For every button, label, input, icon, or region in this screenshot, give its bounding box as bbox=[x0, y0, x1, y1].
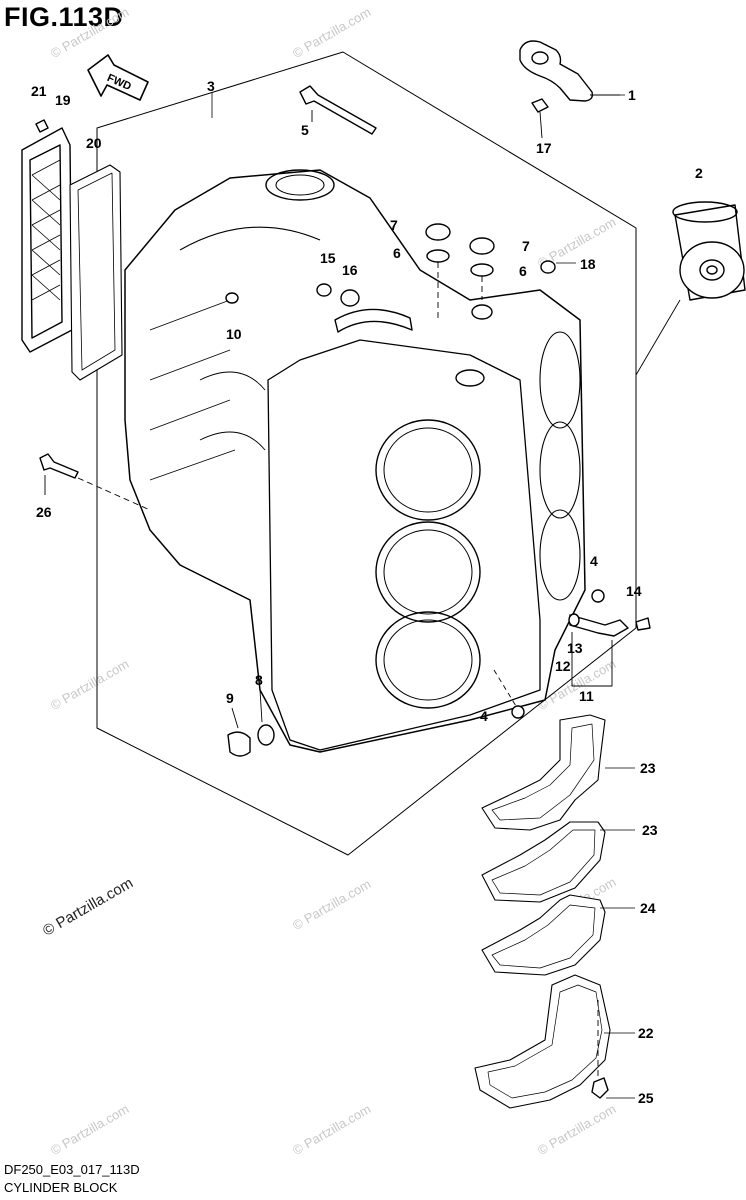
callout-label: 10 bbox=[226, 326, 242, 342]
callout-label: 14 bbox=[626, 583, 642, 599]
callout-label: 24 bbox=[640, 900, 656, 916]
figure-code: DF250_E03_017_113D bbox=[4, 1162, 140, 1177]
callout-label: 7 bbox=[390, 217, 398, 233]
oil-filter-icon bbox=[672, 201, 746, 301]
callout-label: 9 bbox=[226, 690, 234, 706]
callout-label: 19 bbox=[55, 92, 71, 108]
cylinder-block-icon bbox=[124, 169, 586, 753]
gasket-plate-icon bbox=[481, 894, 606, 976]
callout-label: 16 bbox=[342, 262, 358, 278]
callout-label: 12 bbox=[555, 658, 571, 674]
figure-title: FIG.113D bbox=[4, 2, 124, 32]
part-bracket-icon bbox=[519, 40, 620, 102]
callout-label: 15 bbox=[320, 250, 336, 266]
gasket-plate-icon bbox=[481, 821, 606, 903]
gasket-plate-icon bbox=[481, 714, 606, 831]
callout-label: 20 bbox=[86, 135, 102, 151]
callout-label: 7 bbox=[522, 238, 530, 254]
callout-label: 8 bbox=[255, 672, 263, 688]
callout-label: 21 bbox=[31, 83, 47, 99]
callout-label: 11 bbox=[579, 688, 594, 704]
callout-label: 18 bbox=[580, 256, 596, 272]
callout-label: 4 bbox=[590, 553, 598, 569]
callout-label: 4 bbox=[480, 708, 488, 724]
callout-label: 6 bbox=[519, 263, 527, 279]
callout-label: 1 bbox=[628, 87, 636, 103]
callout-label: 6 bbox=[393, 245, 401, 261]
callout-label: 3 bbox=[207, 78, 215, 94]
callout-label: 13 bbox=[567, 640, 583, 656]
callout-label: 17 bbox=[536, 140, 552, 156]
callout-label: 26 bbox=[36, 504, 52, 520]
callout-label: 5 bbox=[301, 122, 309, 138]
callout-label: 25 bbox=[638, 1090, 654, 1106]
callout-label: 23 bbox=[642, 822, 658, 838]
callout-label: 23 bbox=[640, 760, 656, 776]
callout-label: 22 bbox=[638, 1025, 654, 1041]
fwd-arrow-icon bbox=[87, 54, 149, 101]
gasket-plate-icon bbox=[474, 974, 611, 1109]
figure-caption: CYLINDER BLOCK bbox=[4, 1180, 118, 1195]
part-cover-plate-icon bbox=[21, 127, 73, 353]
callout-label: 2 bbox=[695, 165, 703, 181]
